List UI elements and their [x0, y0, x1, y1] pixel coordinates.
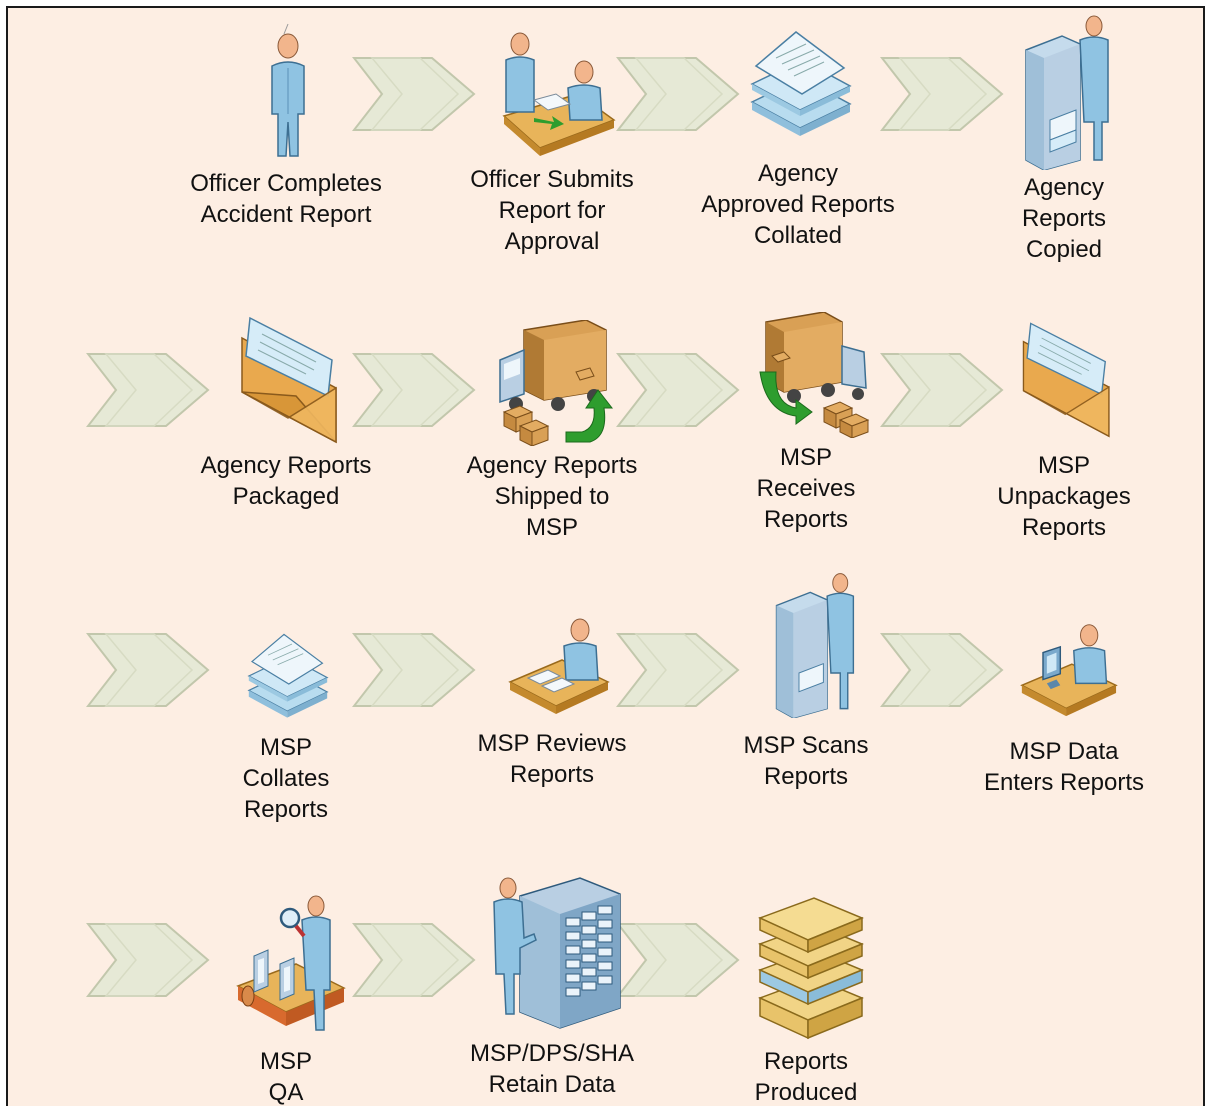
- copier-icon: [1025, 15, 1109, 170]
- flow-arrow: [352, 633, 476, 707]
- step-label-msp-unpackages: MSP Unpackages Reports: [997, 452, 1131, 541]
- step-label-msp-qa: MSP QA: [259, 1048, 312, 1106]
- report-stack-icon: [758, 897, 864, 1040]
- step-label-msp-data-enters: MSP Data Enters Reports: [983, 738, 1145, 796]
- flow-arrow: [352, 923, 476, 997]
- scanner-icon: [775, 573, 855, 718]
- step-label-msp-collates: MSP Collates Reports: [242, 734, 330, 823]
- step-label-msp-reviews: MSP Reviews Reports: [477, 730, 627, 788]
- envelope-icon: [1022, 322, 1110, 438]
- flow-arrow: [880, 633, 1004, 707]
- desk-review-icon: [508, 618, 610, 714]
- step-label-agency-shipped: Agency Reports Shipped to MSP: [466, 452, 638, 541]
- flow-arrow: [86, 923, 210, 997]
- document-stack-icon: [750, 31, 852, 136]
- step-label-agency-copied: Agency Reports Copied: [1021, 174, 1107, 263]
- step-label-retain-data: MSP/DPS/SHA Retain Data: [469, 1040, 635, 1098]
- person-icon: [271, 23, 305, 157]
- flow-arrow: [352, 353, 476, 427]
- flow-arrow: [880, 57, 1004, 131]
- truck-receive-icon: [759, 312, 870, 438]
- flow-arrow: [616, 923, 740, 997]
- step-label-officer-submits: Officer Submits Report for Approval: [470, 166, 634, 255]
- qa-inspection-icon: [236, 895, 346, 1031]
- flow-arrow: [616, 633, 740, 707]
- truck-ship-icon: [499, 320, 614, 446]
- computer-desk-icon: [1020, 624, 1118, 717]
- flow-arrow: [86, 353, 210, 427]
- step-label-agency-packaged: Agency Reports Packaged: [200, 452, 372, 510]
- flow-arrow: [616, 353, 740, 427]
- step-label-msp-scans: MSP Scans Reports: [743, 732, 869, 790]
- server-rack-icon: [493, 877, 621, 1029]
- process-flow-diagram: Officer Completes Accident Report Office…: [6, 6, 1205, 1106]
- flow-arrow: [616, 57, 740, 131]
- flow-arrow: [86, 633, 210, 707]
- envelope-icon: [241, 316, 337, 444]
- step-label-msp-receives: MSP Receives Reports: [756, 444, 856, 533]
- step-label-officer-completes: Officer Completes Accident Report: [190, 170, 382, 228]
- step-label-agency-collated: Agency Approved Reports Collated: [701, 160, 895, 249]
- document-stack-icon: [247, 633, 329, 718]
- flow-arrow: [352, 57, 476, 131]
- flow-arrow: [880, 353, 1004, 427]
- desk-handoff-icon: [502, 32, 616, 156]
- step-label-reports-produced: Reports Produced: [754, 1048, 858, 1106]
